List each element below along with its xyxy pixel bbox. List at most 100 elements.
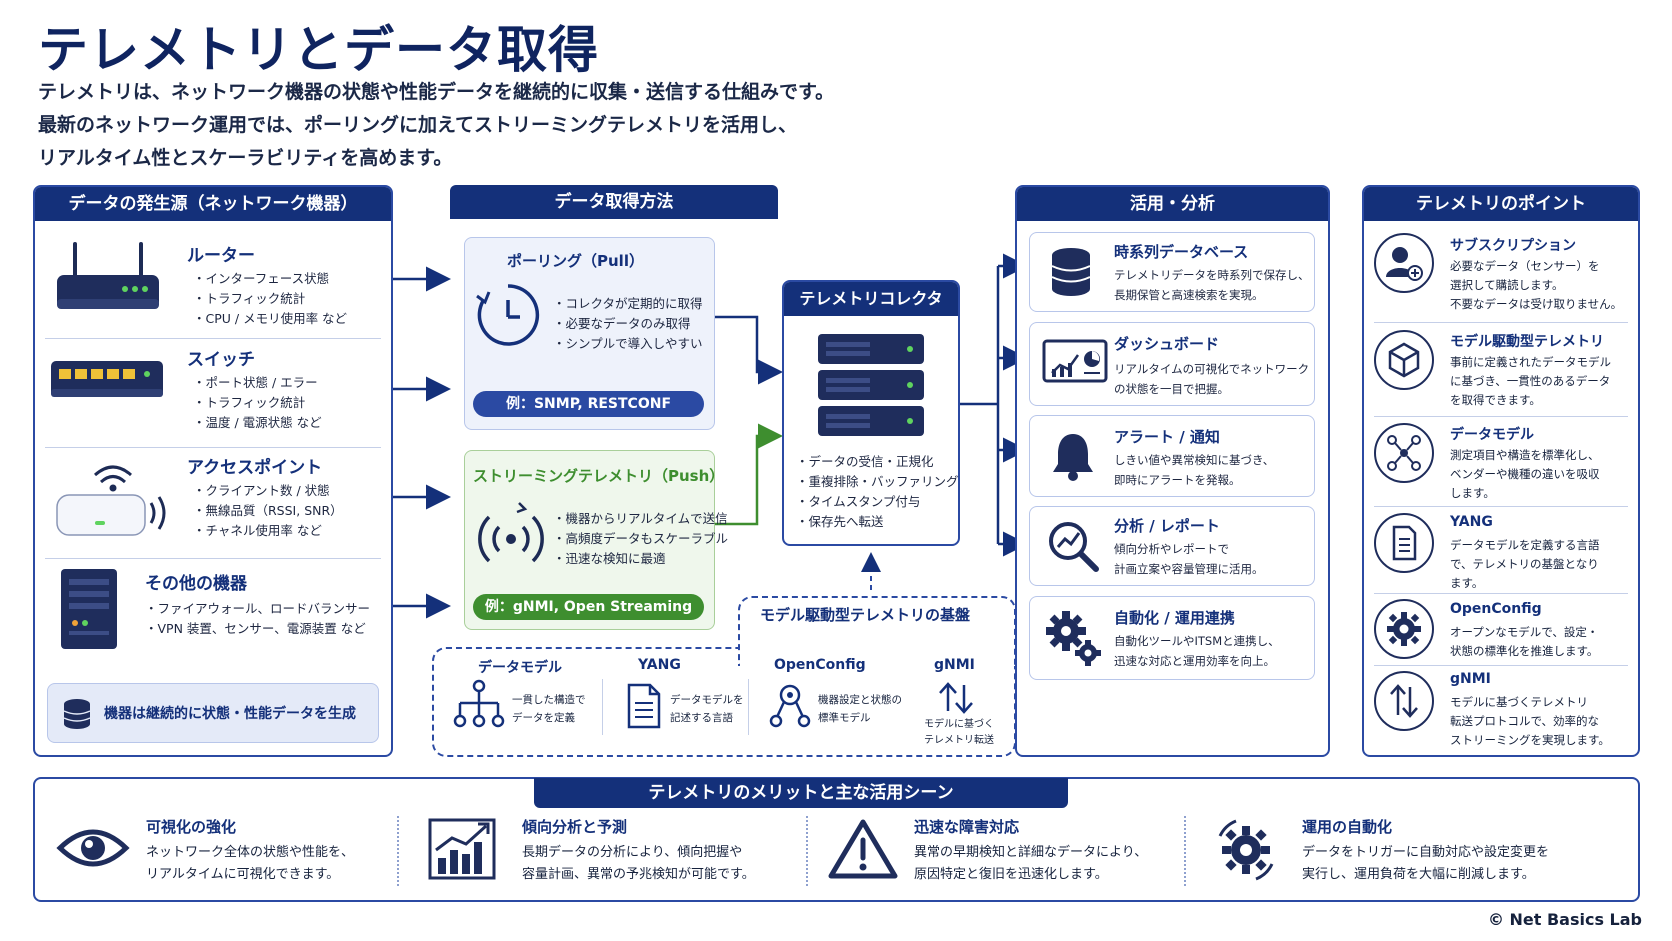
user-add-icon — [1374, 233, 1434, 293]
desc-line: を取得できます。 — [1450, 393, 1541, 407]
foundation-item-name: データモデル — [478, 660, 562, 676]
collector-title: テレメトリコレクタ — [784, 282, 958, 316]
device-bullets: ・ポート状態 / エラー ・トラフィック統計 ・温度 / 電源状態 など — [193, 373, 322, 433]
point-name: サブスクリプション — [1450, 238, 1576, 254]
desc-line: テレメトリ転送 — [924, 735, 994, 746]
divider — [1374, 665, 1628, 666]
collector-bullets: ・データの受信・正規化 ・重複排除・バッファリング ・タイムスタンプ付与 ・保存… — [796, 452, 959, 532]
divider — [1374, 322, 1628, 323]
desc-line: モデルに基づくテレメトリ — [1450, 695, 1588, 709]
polling-example: 例：SNMP, RESTCONF — [473, 391, 704, 417]
divider — [45, 338, 381, 339]
foundation-items: データモデル 一貫した構造で データを定義 YANG データモデルを 記述する言… — [440, 655, 1010, 753]
eye-icon — [56, 829, 130, 867]
bullet: ・コレクタが定期的に取得 — [553, 296, 703, 311]
hierarchy-icon — [453, 679, 505, 728]
desc-line: 計画立案や容量管理に活用。 — [1114, 562, 1264, 576]
point-name: gNMI — [1450, 671, 1491, 687]
analysis-item-desc: リアルタイムの可視化でネットワーク の状態を一目で把握。 — [1114, 359, 1309, 399]
divider — [806, 816, 808, 886]
bullet: ・シンプルで導入しやすい — [553, 336, 703, 351]
foundation-item-desc: モデルに基づく テレメトリ転送 — [924, 717, 994, 749]
switch-icon — [49, 355, 167, 405]
analysis-card-dashboard: ダッシュボード リアルタイムの可視化でネットワーク の状態を一目で把握。 — [1029, 322, 1315, 406]
polling-bullets: ・コレクタが定期的に取得 ・必要なデータのみ取得 ・シンプルで導入しやすい — [553, 294, 703, 354]
device-name: スイッチ — [187, 350, 255, 370]
network-node-icon — [769, 684, 811, 728]
bullet: ・クライアント数 / 状態 — [193, 483, 330, 498]
benefit-desc: ネットワーク全体の状態や性能を、 リアルタイムに可視化できます。 — [146, 842, 354, 886]
sources-footer: 機器は継続的に状態・性能データを生成 — [47, 683, 379, 743]
intro-line: 最新のネットワーク運用では、ポーリングに加えてストリーミングテレメトリを活用し、 — [38, 114, 798, 136]
intro-line: リアルタイム性とスケーラビリティを高めます。 — [38, 147, 453, 169]
bullet: ・機器からリアルタイムで送信 — [553, 511, 728, 526]
benefit-name: 傾向分析と予測 — [522, 818, 628, 836]
points-title: テレメトリのポイント — [1364, 187, 1638, 221]
warning-icon — [828, 819, 898, 879]
access-point-icon — [51, 453, 177, 543]
bullet: ・VPN 装置、センサー、電源装置 など — [145, 621, 366, 636]
bullet: ・迅速な検知に最適 — [553, 551, 666, 566]
desc-line: データモデルを定義する言語 — [1450, 538, 1600, 552]
sources-title: データの発生源（ネットワーク機器） — [35, 187, 391, 221]
desc-line: 即時にアラートを発報。 — [1114, 473, 1241, 487]
desc-line: で、テレメトリの基盤となり — [1450, 557, 1599, 571]
desc-line: 異常の早期検知と詳細なデータにより、 — [914, 845, 1148, 860]
points-panel: テレメトリのポイント サブスクリプション 必要なデータ（センサー）を 選択して購… — [1362, 185, 1640, 757]
desc-line: 自動化ツールやITSMと連携し、 — [1114, 634, 1280, 648]
desc-line: 一貫した構造で — [512, 694, 586, 706]
desc-line: 状態の標準化を推進します。 — [1450, 644, 1599, 658]
sources-panel: データの発生源（ネットワーク機器） ルーター ・インターフェース状態 ・トラフィ… — [33, 185, 393, 757]
cube-icon — [1374, 330, 1434, 390]
intro-text: テレメトリは、ネットワーク機器の状態や性能データを継続的に収集・送信する仕組みで… — [38, 76, 834, 175]
server-tower-icon — [55, 565, 125, 655]
desc-line: します。 — [1450, 486, 1495, 500]
clock-cycle-icon — [476, 284, 540, 346]
broadcast-icon — [478, 502, 544, 563]
bullet: ・ファイアウォール、ロードバランサー — [145, 601, 371, 616]
analysis-item-name: ダッシュボード — [1114, 335, 1220, 353]
desc-line: ネットワーク全体の状態や性能を、 — [146, 845, 355, 860]
bullet: ・インターフェース状態 — [193, 271, 330, 286]
device-bullets: ・インターフェース状態 ・トラフィック統計 ・CPU / メモリ使用率 など — [193, 269, 347, 329]
document-icon — [627, 683, 661, 729]
desc-line: 機器設定と状態の — [818, 694, 902, 706]
streaming-card: ストリーミングテレメトリ（Push） ・機器からリアルタイムで送信 ・高頻度デー… — [464, 450, 728, 630]
desc-line: データモデルを — [670, 694, 744, 706]
analysis-card-automation: 自動化 / 運用連携 自動化ツールやITSMと連携し、 迅速な対応と運用効率を向… — [1029, 596, 1315, 680]
bell-icon — [1053, 434, 1093, 481]
desc-line: 選択して購読します。 — [1450, 278, 1564, 292]
foundation-item-name: OpenConfig — [774, 657, 866, 673]
desc-line: 測定項目や構造を標準化し、 — [1450, 448, 1600, 462]
benefit-name: 運用の自動化 — [1302, 818, 1393, 836]
copyright: © Net Basics Lab — [1487, 910, 1642, 929]
analysis-title: 活用・分析 — [1017, 187, 1328, 221]
point-desc: オープンなモデルで、設定・ 状態の標準化を推進します。 — [1450, 623, 1598, 661]
benefit-desc: データをトリガーに自動対応や設定変更を 実行し、運用負荷を大幅に削減します。 — [1302, 842, 1549, 886]
bullet: ・データの受信・正規化 — [796, 454, 934, 469]
database-icon — [63, 699, 91, 729]
analysis-item-desc: しきい値や異常検知に基づき、 即時にアラートを発報。 — [1114, 450, 1274, 490]
bullet: ・必要なデータのみ取得 — [553, 316, 691, 331]
desc-line: オープンなモデルで、設定・ — [1450, 625, 1599, 639]
divider — [1374, 416, 1628, 417]
desc-line: 事前に定義されたデータモデル — [1450, 355, 1611, 369]
analysis-item-name: 自動化 / 運用連携 — [1114, 609, 1235, 627]
desc-line: ます。 — [1450, 576, 1484, 590]
polling-name: ポーリング（Pull） — [507, 252, 644, 270]
divider — [397, 816, 399, 886]
desc-line: しきい値や異常検知に基づき、 — [1114, 453, 1275, 467]
point-name: データモデル — [1450, 427, 1534, 443]
desc-line: リアルタイムに可視化できます。 — [146, 867, 340, 882]
bullet: ・トラフィック統計 — [193, 395, 306, 410]
bullet: ・チャネル使用率 など — [193, 523, 322, 538]
divider — [1184, 816, 1186, 886]
streaming-bullets: ・機器からリアルタイムで送信 ・高頻度データもスケーラブル ・迅速な検知に最適 — [553, 509, 728, 569]
gear-icon — [1374, 599, 1434, 659]
benefit-name: 可視化の強化 — [146, 818, 237, 836]
sources-footer-text: 機器は継続的に状態・性能データを生成 — [104, 706, 356, 722]
device-name: アクセスポイント — [187, 458, 323, 478]
gear-cycle-icon — [1218, 819, 1274, 881]
desc-line: モデルに基づく — [924, 719, 994, 730]
streaming-example: 例：gNMI, Open Streaming — [473, 594, 704, 620]
